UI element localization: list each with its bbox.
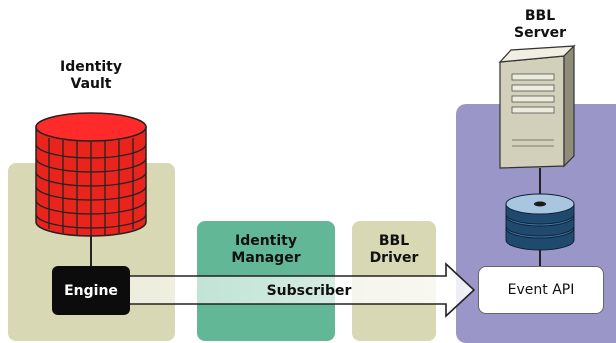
- subscriber-label: Subscriber: [266, 283, 352, 299]
- engine-box: Engine: [52, 266, 130, 315]
- bbl-server-label-line1: BBL: [524, 8, 556, 24]
- bbl-driver-label-line2: Driver: [369, 250, 419, 266]
- bbl-driver-label: BBL Driver: [360, 233, 428, 267]
- bbl-server-label-line2: Server: [513, 25, 566, 41]
- bbl-server-label: BBL Server: [510, 8, 570, 42]
- arrow-right-icon: [127, 262, 476, 318]
- event-api-box: Event API: [478, 266, 604, 314]
- identity-vault-label-line2: Vault: [70, 76, 112, 92]
- bbl-driver-label-line1: BBL: [378, 233, 410, 249]
- identity-vault-label: Identity Vault: [51, 59, 131, 93]
- identity-manager-label-line1: Identity: [234, 233, 297, 249]
- identity-vault-label-line1: Identity: [59, 59, 122, 75]
- database-stack-icon: [505, 193, 575, 251]
- server-tower-icon: [498, 44, 576, 169]
- identity-manager-label-line2: Manager: [231, 250, 301, 266]
- identity-manager-label: Identity Manager: [221, 233, 311, 267]
- database-cylinder-icon: [35, 112, 147, 237]
